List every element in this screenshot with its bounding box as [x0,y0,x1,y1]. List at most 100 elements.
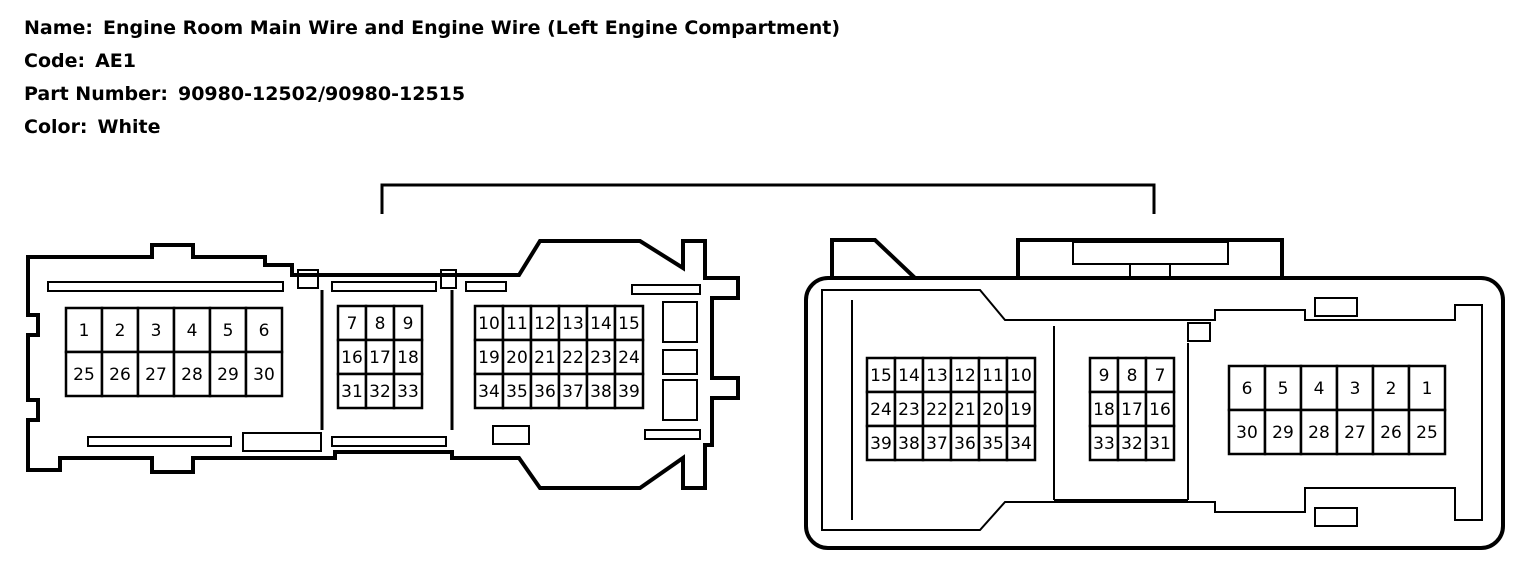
pin-cell [392,338,424,376]
pin-cell [585,338,617,376]
pin-label: 28 [1308,423,1330,443]
pin-label: 7 [347,314,358,334]
pin-label: 27 [145,365,167,385]
pin-label: 27 [1344,423,1366,443]
pairing-bracket [380,183,1156,214]
pin-label: 2 [115,321,126,341]
pin-cell [364,304,396,342]
pin-label: 18 [1093,400,1115,420]
pin-cell [1371,408,1411,456]
pin-cell [473,338,505,376]
pin-label: 9 [403,314,414,334]
pin-cell [1116,424,1148,462]
pin-cell [172,306,212,354]
pin-label: 22 [926,400,948,420]
pin-cell [100,350,140,398]
pin-cell [64,350,104,398]
pin-cell [613,338,645,376]
pin-cell [865,424,897,462]
pin-cell [585,372,617,410]
pin-cell [244,306,284,354]
pin-cell [949,390,981,428]
pin-cell [100,306,140,354]
pin-label: 34 [478,382,500,402]
pin-cell [893,424,925,462]
pin-label: 26 [109,365,131,385]
pin-label: 9 [1099,366,1110,386]
pin-label: 19 [1010,400,1032,420]
pin-label: 37 [926,434,948,454]
pin-label: 36 [954,434,976,454]
pin-label: 19 [478,348,500,368]
pin-label: 12 [534,314,556,334]
pin-label: 29 [217,365,239,385]
pin-label: 24 [870,400,892,420]
pin-label: 21 [954,400,976,420]
pin-cell [977,424,1009,462]
pin-label: 35 [982,434,1004,454]
code-label: Code: [24,50,86,72]
name-row: Name:Engine Room Main Wire and Engine Wi… [24,12,840,45]
pin-label: 24 [618,348,640,368]
pin-label: 28 [181,365,203,385]
pin-label: 32 [369,382,391,402]
pin-label: 5 [223,321,234,341]
pin-label: 29 [1272,423,1294,443]
pin-cell [1263,364,1303,412]
pin-label: 11 [506,314,528,334]
pin-label: 17 [1121,400,1143,420]
pin-label: 36 [534,382,556,402]
pin-label: 35 [506,382,528,402]
pin-label: 16 [341,348,363,368]
color-value: White [97,116,161,138]
pin-label: 34 [1010,434,1032,454]
pin-label: 30 [253,365,275,385]
pin-label: 14 [898,366,920,386]
pin-label: 22 [562,348,584,368]
pin-cell [1005,390,1037,428]
pin-label: 38 [898,434,920,454]
name-value: Engine Room Main Wire and Engine Wire (L… [103,17,841,39]
pin-label: 26 [1380,423,1402,443]
pin-label: 6 [1242,379,1253,399]
pin-label: 11 [982,366,1004,386]
pin-cell [1005,424,1037,462]
pin-cell [921,356,953,394]
pin-cell [1407,408,1447,456]
part-number-row: Part Number: 90980-12502/90980-12515 [24,78,840,111]
pin-label: 5 [1278,379,1289,399]
pin-label: 2 [1386,379,1397,399]
pin-cell [1144,424,1176,462]
pin-label: 20 [506,348,528,368]
code-value: AE1 [95,50,136,72]
pin-label: 4 [1314,379,1325,399]
pin-label: 23 [898,400,920,420]
pin-label: 23 [590,348,612,368]
pin-label: 32 [1121,434,1143,454]
pin-cell [921,424,953,462]
pin-label: 6 [259,321,270,341]
part-number-label: Part Number: [24,83,168,105]
pin-label: 1 [1422,379,1433,399]
pin-label: 7 [1155,366,1166,386]
left-connector-housing [26,239,740,490]
pin-cell [1144,356,1176,394]
pin-label: 12 [954,366,976,386]
pin-label: 17 [369,348,391,368]
pin-cell [501,372,533,410]
pin-cell [1005,356,1037,394]
pin-label: 8 [1127,366,1138,386]
pin-label: 3 [1350,379,1361,399]
pin-label: 4 [187,321,198,341]
pin-cell [392,372,424,410]
pin-label: 3 [151,321,162,341]
pin-label: 10 [478,314,500,334]
pin-label: 13 [562,314,584,334]
part-number-value: 90980-12502/90980-12515 [177,83,466,105]
pin-cell [613,372,645,410]
pin-label: 38 [590,382,612,402]
pin-label: 25 [73,365,95,385]
